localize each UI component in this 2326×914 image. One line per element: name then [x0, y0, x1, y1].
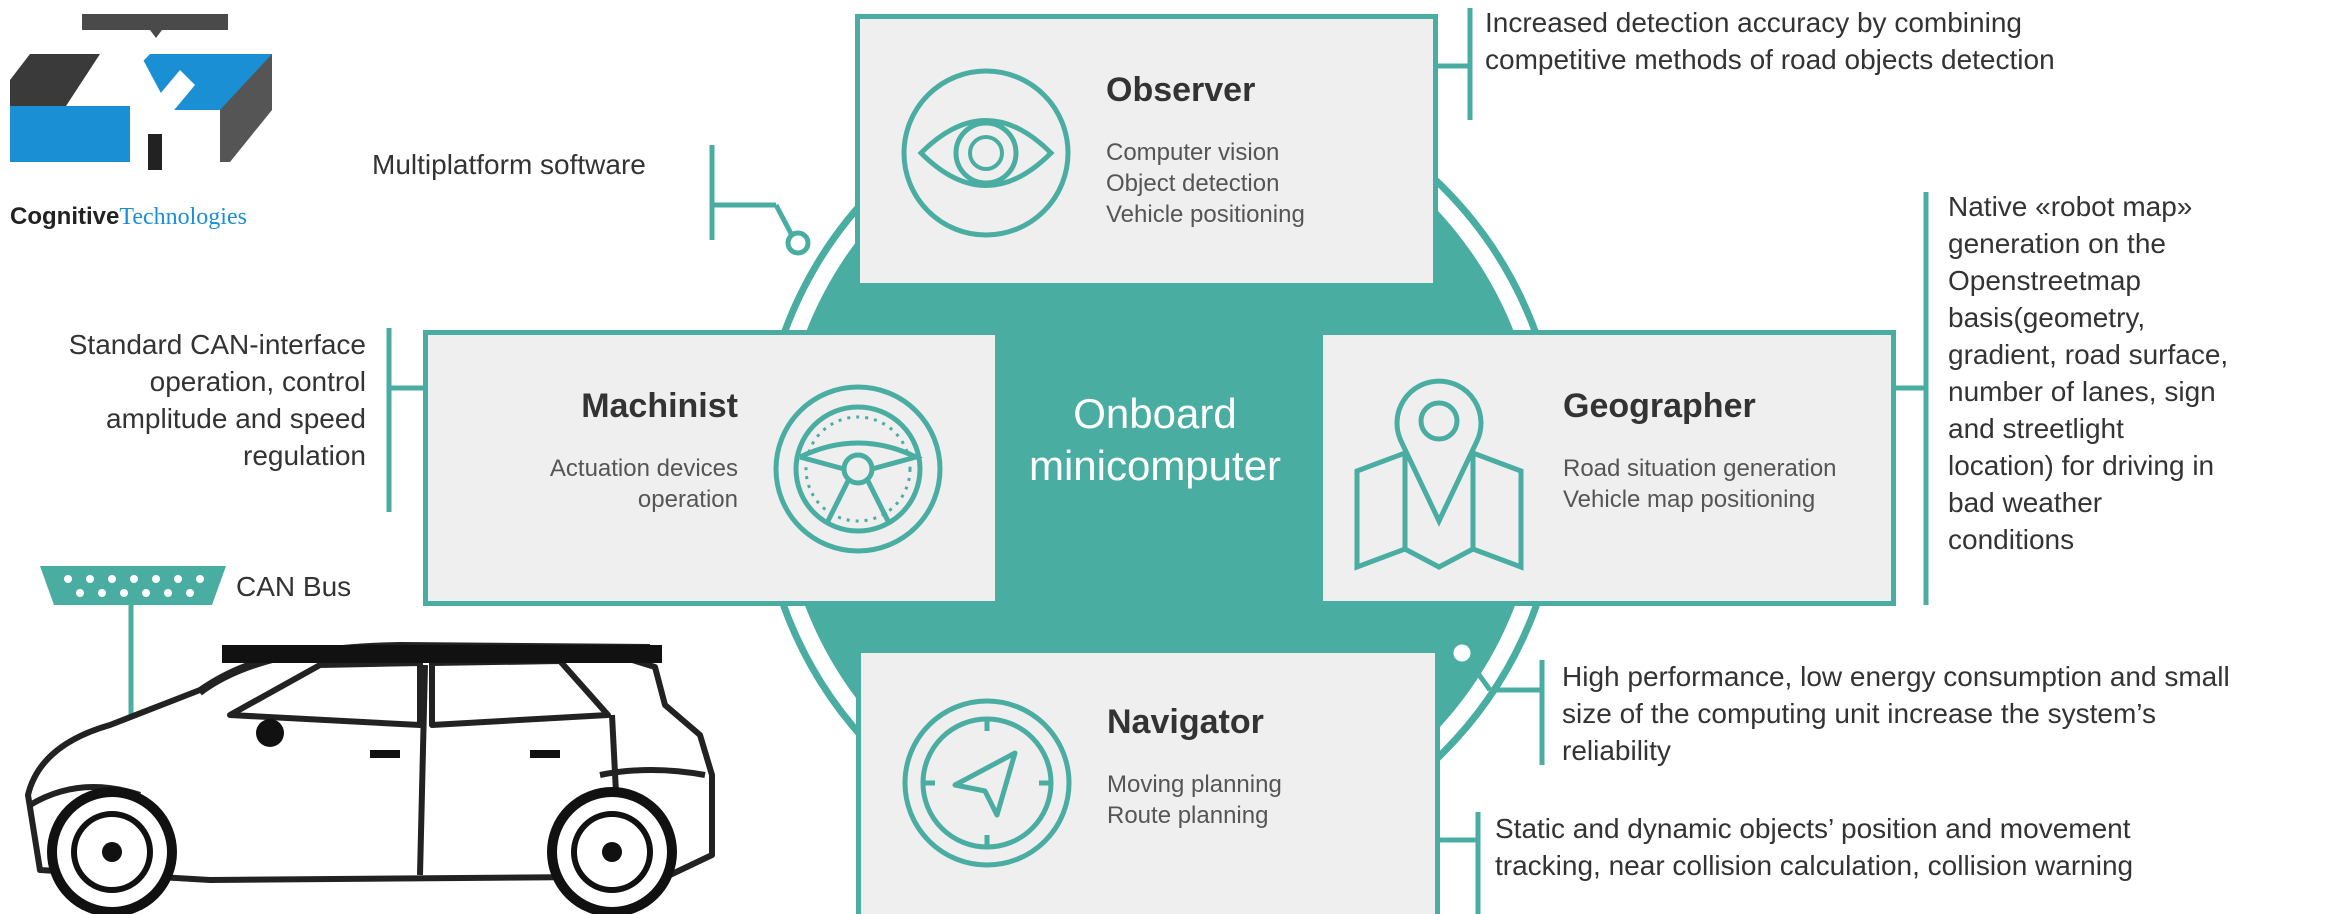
note-can-line-4: regulation — [243, 440, 366, 471]
note-detection: Increased detection accuracy by combinin… — [1485, 4, 2055, 78]
steering-wheel-icon — [773, 384, 943, 554]
connector-multiplatform — [709, 145, 811, 256]
logo-mark — [10, 14, 272, 170]
navigator-title: Navigator — [1107, 703, 1264, 741]
note-robot-map-line-3: Openstreetmap — [1948, 265, 2141, 296]
navigator-line-1: Moving planning — [1107, 771, 1282, 798]
machinist-module: Machinist Actuation devices operation — [423, 330, 1000, 606]
navigator-module: Navigator Moving planning Route planning — [856, 648, 1440, 914]
logo-word-technologies: Technologies — [119, 204, 247, 230]
navigator-line-2: Route planning — [1107, 802, 1269, 829]
geographer-line-1: Road situation generation — [1563, 455, 1837, 482]
note-performance-line-3: reliability — [1562, 735, 1671, 766]
note-multiplatform: Multiplatform software — [372, 146, 646, 183]
core-label: Onboard minicomputer — [1010, 388, 1300, 492]
note-robot-map-line-5: gradient, road surface, — [1948, 339, 2229, 370]
note-can-interface: Standard CAN-interface operation, contro… — [0, 326, 366, 474]
note-robot-map-line-4: basis(geometry, — [1948, 302, 2146, 333]
note-can-line-3: amplitude and speed — [106, 403, 366, 434]
machinist-line-2: operation — [637, 486, 738, 513]
observer-line-3: Vehicle positioning — [1106, 201, 1305, 228]
note-robot-map-line-1: Native «robot map» — [1948, 191, 2193, 222]
observer-module: Observer Computer vision Object detectio… — [855, 14, 1438, 288]
machinist-line-1: Actuation devices — [549, 455, 738, 482]
note-robot-map-line-10: conditions — [1948, 524, 2075, 555]
note-robot-map-line-8: location) for driving in — [1948, 450, 2215, 481]
connector-performance — [1448, 639, 1545, 765]
observer-line-1: Computer vision — [1106, 139, 1280, 166]
machinist-title: Machinist — [581, 387, 738, 425]
note-tracking: Static and dynamic objects’ position and… — [1495, 810, 2133, 884]
geographer-line-2: Vehicle map positioning — [1563, 486, 1816, 513]
note-tracking-line-1: Static and dynamic objects’ position and… — [1495, 813, 2131, 844]
geographer-title: Geographer — [1563, 387, 1756, 425]
note-multiplatform-line-1: Multiplatform software — [372, 149, 646, 180]
note-robot-map-line-9: bad weather — [1948, 487, 2103, 518]
can-connector-icon — [40, 566, 226, 605]
car-icon — [25, 642, 715, 914]
note-performance-line-2: size of the computing unit increase the … — [1562, 698, 2157, 729]
note-can-line-1: Standard CAN-interface — [68, 329, 366, 360]
eye-icon — [901, 68, 1071, 238]
note-performance-line-1: High performance, low energy consumption… — [1562, 661, 2230, 692]
note-detection-line-1: Increased detection accuracy by combinin… — [1485, 7, 2022, 38]
note-robot-map-line-6: number of lanes, sign — [1948, 376, 2216, 407]
core-label-text: Onboard minicomputer — [1028, 390, 1282, 489]
compass-icon — [902, 698, 1072, 868]
logo-word-cognitive: Cognitive — [10, 203, 120, 230]
observer-line-2: Object detection — [1106, 170, 1280, 197]
note-performance: High performance, low energy consumption… — [1562, 658, 2230, 769]
observer-title: Observer — [1106, 71, 1256, 109]
note-robot-map-line-2: generation on the — [1948, 228, 2166, 259]
geographer-module: Geographer Road situation generation Veh… — [1318, 330, 1896, 606]
company-logo — [10, 10, 280, 200]
can-bus-label: CAN Bus — [236, 571, 352, 602]
note-detection-line-2: competitive methods of road objects dete… — [1485, 44, 2055, 75]
note-robot-map-line-7: and streetlight — [1948, 413, 2124, 444]
note-tracking-line-2: tracking, near collision calculation, co… — [1495, 850, 2134, 881]
map-pin-icon — [1354, 378, 1524, 571]
note-robot-map: Native «robot map» generation on the Ope… — [1948, 188, 2228, 558]
logo-wordmark: CognitiveTechnologies — [10, 203, 247, 231]
note-can-line-2: operation, control — [149, 366, 366, 397]
